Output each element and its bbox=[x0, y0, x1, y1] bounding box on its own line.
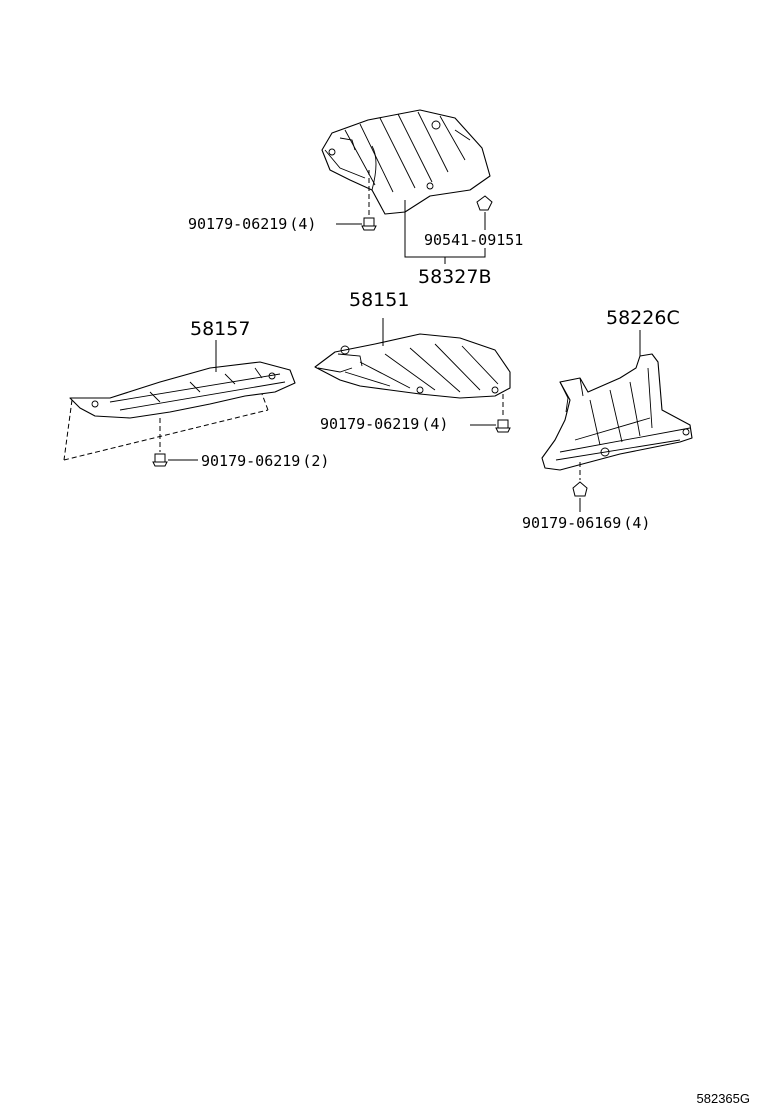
bolt-f1-icon[interactable] bbox=[361, 217, 377, 231]
heat-insulator-58226c[interactable] bbox=[541, 353, 693, 471]
fastener-callout-f5: 90179-06169(4) bbox=[522, 514, 650, 532]
clip-90541-icon[interactable] bbox=[476, 195, 493, 211]
fastener-callout-f3: 90179-06219(4) bbox=[320, 415, 448, 433]
fastener-callout-f2: 90541-09151 bbox=[424, 231, 523, 249]
fastener-callout-f1: 90179-06219(4) bbox=[188, 215, 316, 233]
bolt-f4-icon[interactable] bbox=[152, 453, 168, 467]
heat-insulator-58327b[interactable] bbox=[321, 109, 491, 215]
part-number-58157: 58157 bbox=[190, 318, 250, 340]
part-number-58151: 58151 bbox=[349, 289, 409, 311]
part-number-58327b: 58327B bbox=[418, 266, 491, 288]
bolt-f3-icon[interactable] bbox=[495, 419, 511, 433]
illustration-code: 582365G bbox=[697, 1091, 751, 1106]
bolt-f5-icon[interactable] bbox=[572, 481, 588, 497]
part-number-58226c: 58226C bbox=[606, 307, 680, 329]
fastener-callout-f4: 90179-06219(2) bbox=[201, 452, 329, 470]
heat-insulator-58157[interactable] bbox=[69, 361, 296, 419]
heat-insulator-58151[interactable] bbox=[314, 333, 511, 399]
